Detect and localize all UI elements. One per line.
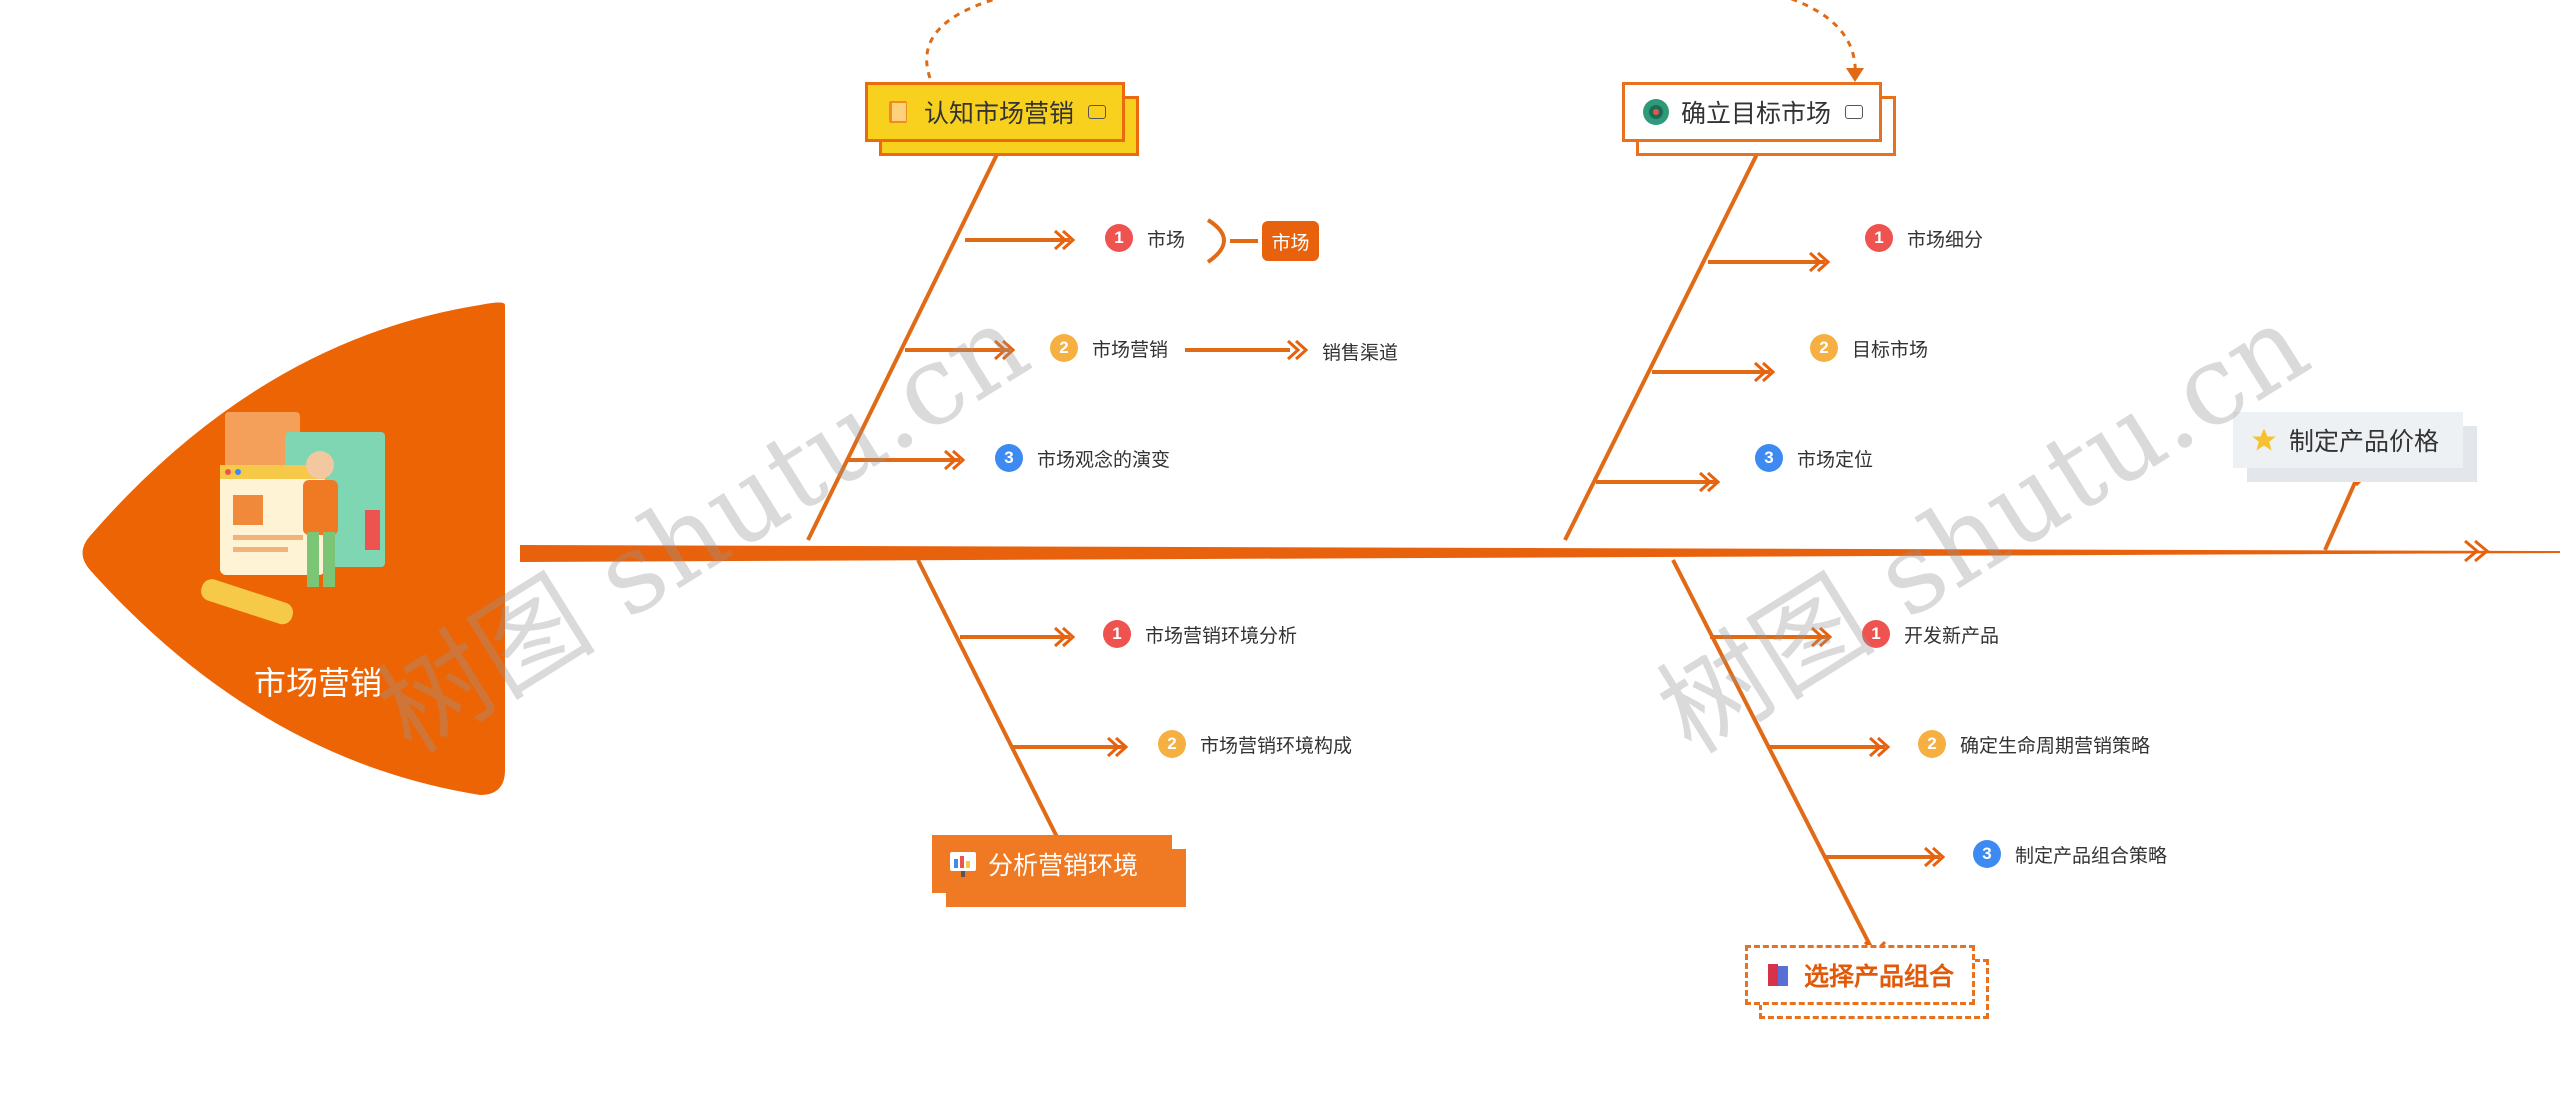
curve-t2-arrowhead — [1846, 68, 1864, 82]
subtopic-label: 制定产品组合策略 — [2015, 845, 2168, 867]
target-icon — [1641, 97, 1671, 127]
subtopic-label: 目标市场 — [1852, 339, 1929, 361]
number-badge: 1 — [1105, 224, 1133, 252]
subtopic-t1-2[interactable]: 2 市场营销 — [1050, 334, 1168, 362]
subtopic-sales-channel[interactable]: 销售渠道 — [1322, 338, 1398, 365]
spine-line — [520, 545, 2560, 562]
bone-topic-4 — [1671, 559, 1940, 956]
subtopic-t3-2[interactable]: 2 市场营销环境构成 — [1158, 730, 1352, 758]
curve-t1 — [925, 0, 998, 79]
number-badge: 1 — [1862, 620, 1890, 648]
head-illustration — [195, 400, 435, 640]
subtopic-label: 市场 — [1147, 229, 1186, 251]
subtopic-label: 确定生命周期营销策略 — [1960, 735, 2151, 757]
curve-t2 — [1789, 0, 1857, 79]
topic-label: 制定产品价格 — [2289, 428, 2440, 456]
subtopic-label: 市场营销环境分析 — [1145, 625, 1298, 647]
subtopic-label: 销售渠道 — [1322, 343, 1399, 364]
subtopic-t2-2[interactable]: 2 目标市场 — [1810, 334, 1928, 362]
number-badge: 2 — [1918, 730, 1946, 758]
arrow-t4-2 — [1868, 736, 1891, 758]
arrow-t3-2 — [1106, 736, 1129, 758]
topic-product-price[interactable]: 制定产品价格 — [2233, 412, 2477, 482]
topic-analyze-environment[interactable]: 分析营销环境 — [932, 835, 1186, 907]
number-badge: 3 — [1755, 444, 1783, 472]
arrow-t1-2 — [993, 339, 1016, 361]
subtopic-t1-3[interactable]: 3 市场观念的演变 — [995, 444, 1170, 472]
topic-label: 选择产品组合 — [1804, 963, 1955, 991]
note-icon[interactable] — [1845, 105, 1863, 119]
subtopic-label: 市场细分 — [1907, 229, 1984, 251]
number-badge: 2 — [1158, 730, 1186, 758]
arrow-t2-2 — [1753, 361, 1776, 383]
number-badge: 3 — [995, 444, 1023, 472]
subtopic-label: 开发新产品 — [1904, 625, 2000, 647]
head-label: 市场营销 — [253, 665, 382, 701]
bone-topic-1 — [806, 137, 1290, 541]
subtopic-label: 市场营销 — [1092, 339, 1169, 361]
bone-topic-5 — [2323, 477, 2359, 551]
subtopic-t4-2[interactable]: 2 确定生命周期营销策略 — [1918, 730, 2150, 758]
subtopic-t4-3[interactable]: 3 制定产品组合策略 — [1973, 840, 2167, 868]
arrow-t3-1 — [1053, 626, 1076, 648]
topic-target-market[interactable]: 确立目标市场 — [1622, 82, 1896, 156]
number-badge: 1 — [1103, 620, 1131, 648]
arrow-t1-channel — [1286, 339, 1309, 361]
books-icon — [1764, 960, 1794, 990]
bone-topic-2 — [1563, 137, 1825, 541]
star-icon — [2249, 425, 2279, 455]
arrow-t2-1 — [1808, 251, 1831, 273]
arrow-t4-1 — [1810, 626, 1833, 648]
chart-board-icon — [948, 849, 978, 879]
topic-product-mix[interactable]: 选择产品组合 — [1745, 945, 1989, 1019]
subtopic-t2-1[interactable]: 1 市场细分 — [1865, 224, 1983, 252]
subtopic-t3-1[interactable]: 1 市场营销环境分析 — [1103, 620, 1297, 648]
subtopic-t4-1[interactable]: 1 开发新产品 — [1862, 620, 1999, 648]
subtopic-boxed-market[interactable]: 市场 — [1262, 221, 1319, 261]
arrow-t1-3 — [943, 449, 966, 471]
topic-label: 分析营销环境 — [988, 852, 1139, 880]
topic-recognize-marketing[interactable]: 认知市场营销 — [865, 82, 1139, 156]
number-badge: 2 — [1810, 334, 1838, 362]
arrow-t1-1 — [1053, 229, 1076, 251]
number-badge: 2 — [1050, 334, 1078, 362]
arrow-t4-3 — [1923, 846, 1946, 868]
spine-tail-arrow — [2464, 539, 2490, 563]
subtopic-label: 市场定位 — [1797, 449, 1874, 471]
topic-label: 认知市场营销 — [924, 100, 1075, 128]
book-icon — [884, 97, 914, 127]
subtopic-label: 市场营销环境构成 — [1200, 735, 1353, 757]
subtopic-t2-3[interactable]: 3 市场定位 — [1755, 444, 1873, 472]
subtopic-label: 市场观念的演变 — [1037, 449, 1171, 471]
arrow-t2-3 — [1698, 471, 1721, 493]
link-icon[interactable] — [1088, 105, 1106, 119]
subtopic-t1-1[interactable]: 1 市场 — [1105, 224, 1185, 252]
number-badge: 1 — [1865, 224, 1893, 252]
number-badge: 3 — [1973, 840, 2001, 868]
bone-topic-3 — [916, 559, 1125, 844]
topic-label: 确立目标市场 — [1681, 100, 1832, 128]
